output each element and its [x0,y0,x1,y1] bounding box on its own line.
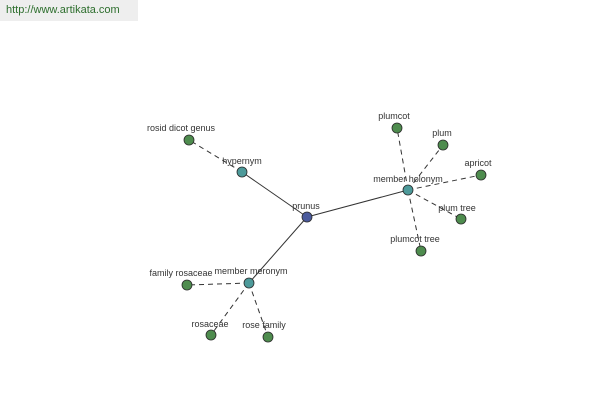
edges-layer [186,127,482,338]
node-member-holonym[interactable] [402,184,414,196]
node-family-rosaceae[interactable] [181,279,193,291]
edge-prunus-hypernym [241,171,308,218]
label-plum-tree: plum tree [438,203,476,213]
label-prunus: prunus [292,201,320,211]
label-plum: plum [432,128,452,138]
edge-member-holonym-plumcot-tree [407,189,422,252]
edge-hypernym-rosid-dicot-genus [188,139,243,173]
labels-layer: prunus hypernym member holonym member meron… [147,111,492,330]
node-plumcot[interactable] [391,122,403,134]
label-apricot: apricot [464,158,492,168]
edge-prunus-member-meronym [248,216,308,284]
label-rose-family: rose family [242,320,286,330]
label-hypernym: hypernym [222,156,262,166]
node-plum-tree[interactable] [455,213,467,225]
label-plumcot: plumcot [378,111,410,121]
label-member-meronym: member meronym [214,266,287,276]
edge-member-holonym-apricot [407,174,482,191]
node-rosid-dicot-genus[interactable] [183,134,195,146]
node-rose-family[interactable] [262,331,274,343]
node-apricot[interactable] [475,169,487,181]
edge-member-meronym-rose-family [248,282,269,338]
site-url-link[interactable]: http://www.artikata.com [6,4,120,16]
node-plum[interactable] [437,139,449,151]
label-rosid-dicot-genus: rosid dicot genus [147,123,216,133]
url-bar: http://www.artikata.com [0,0,138,21]
label-plumcot-tree: plumcot tree [390,234,440,244]
edge-member-holonym-plum-tree [407,189,462,220]
nodes-layer [181,122,487,343]
node-prunus[interactable] [301,211,313,223]
label-family-rosaceae: family rosaceae [149,268,212,278]
node-rosaceae[interactable] [205,329,217,341]
edge-member-holonym-plumcot [396,127,409,191]
node-member-meronym[interactable] [243,277,255,289]
label-member-holonym: member holonym [373,174,443,184]
edge-member-meronym-family-rosaceae [186,282,250,286]
edge-member-meronym-rosaceae [210,282,250,336]
node-hypernym[interactable] [236,166,248,178]
label-rosaceae: rosaceae [191,319,228,329]
node-plumcot-tree[interactable] [415,245,427,257]
edge-prunus-member-holonym [306,189,409,218]
edge-member-holonym-plum [407,144,444,191]
